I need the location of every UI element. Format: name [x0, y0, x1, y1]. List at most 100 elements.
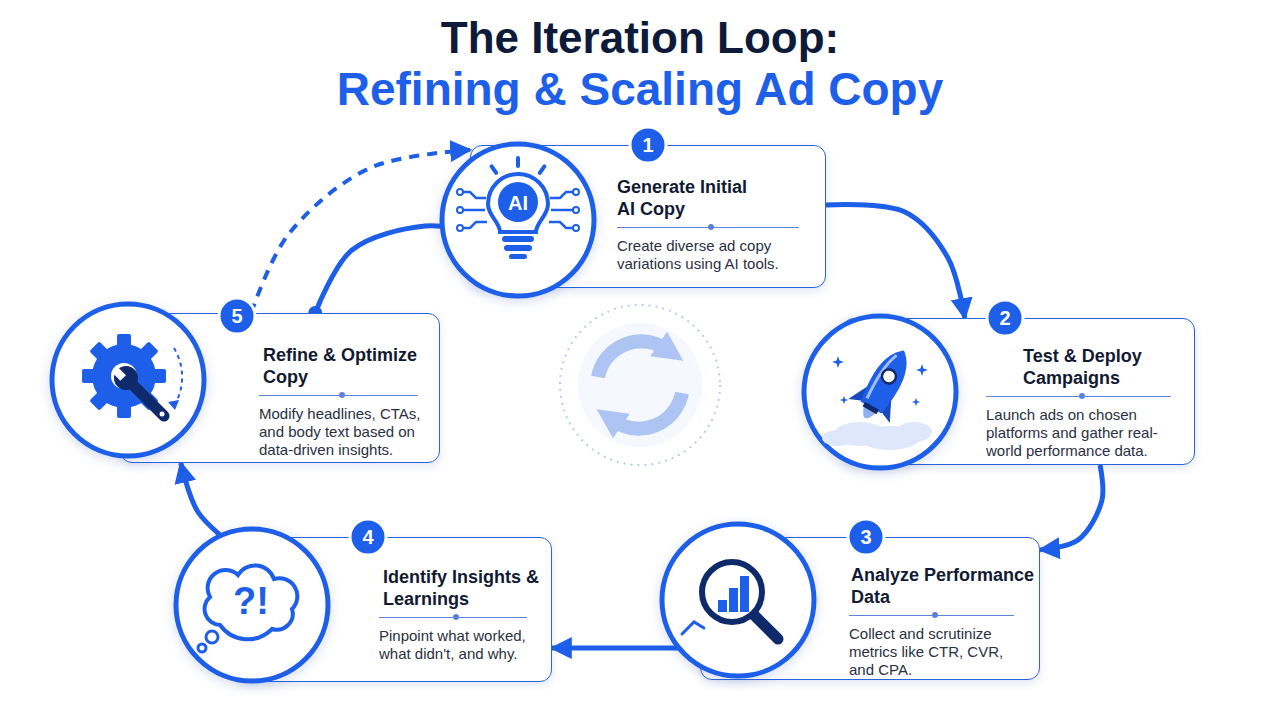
card-text-area: Generate Initial AI CopyCreate diverse a… — [617, 176, 812, 273]
wrench — [160, 412, 165, 417]
rocket-body — [866, 353, 896, 401]
step-badge — [630, 127, 666, 163]
cycle-arrow — [598, 341, 666, 377]
gear — [139, 341, 159, 361]
step-card: Test & Deploy CampaignsLaunch ads on cho… — [842, 318, 1195, 465]
rocket-body — [844, 338, 925, 430]
icon-circle — [662, 524, 814, 676]
circuit-lines — [551, 209, 573, 212]
step-heading: Generate Initial AI Copy — [617, 176, 759, 220]
gear — [111, 363, 137, 389]
sparkle-star — [832, 356, 928, 406]
heading-divider — [617, 227, 799, 228]
circuit-lines — [573, 189, 579, 231]
gear — [82, 334, 166, 418]
wrench — [126, 378, 164, 416]
step-card: Refine & Optimize CopyModify headlines, … — [120, 313, 440, 463]
icon-circle — [52, 304, 204, 456]
rotation-hint — [168, 400, 179, 410]
step-heading: Test & Deploy Campaigns — [1023, 345, 1173, 389]
circuit-lines — [549, 192, 573, 228]
thought-bubble-icon — [205, 565, 298, 639]
gear — [89, 391, 109, 411]
magnifier-handle — [753, 614, 778, 639]
flow-arrow — [251, 150, 470, 313]
cycle-dashed-ring — [560, 305, 720, 465]
sparkle-star — [916, 364, 928, 376]
rocket-clouds — [822, 422, 932, 450]
diagram-title: The Iteration Loop: — [0, 12, 1280, 64]
flow-arrow — [1040, 465, 1103, 550]
rocket-body — [858, 343, 916, 415]
circuit-lines — [463, 192, 486, 198]
card-text-area: Identify Insights & LearningsPinpoint wh… — [379, 566, 551, 663]
bar-chart — [718, 600, 727, 612]
card-text-area: Analyze Performance DataCollect and scru… — [849, 564, 1039, 679]
circuit-lines — [549, 189, 579, 231]
step-description: Modify headlines, CTAs, and body text ba… — [259, 405, 434, 459]
thought-bubble-icon — [198, 644, 206, 652]
thought-bubble-icon — [206, 631, 218, 643]
bulb-core — [498, 182, 538, 222]
rocket-clouds — [834, 422, 886, 446]
sparkle-star — [912, 398, 920, 406]
step-description: Create diverse ad copy variations using … — [617, 237, 812, 273]
rocket-clouds — [896, 422, 932, 442]
step-card: Analyze Performance DataCollect and scru… — [700, 537, 1040, 680]
magnifier-chart-icon — [682, 562, 778, 639]
wrench — [114, 366, 138, 390]
circuit-lines — [550, 192, 573, 198]
gear — [89, 341, 109, 361]
circuit-lines — [457, 189, 463, 231]
step-heading: Analyze Performance Data — [851, 564, 1039, 608]
rocket-icon — [822, 338, 932, 450]
heading-divider — [259, 395, 418, 396]
step-badge — [219, 298, 255, 334]
bar-chart — [718, 576, 749, 612]
bulb-base — [509, 254, 527, 259]
cycle-arrow — [614, 393, 682, 429]
step-heading: Refine & Optimize Copy — [263, 344, 435, 388]
rocket-clouds — [822, 430, 854, 446]
cycle-symbol — [560, 305, 720, 465]
circuit-lines — [573, 189, 579, 195]
bulb-base — [502, 236, 534, 259]
sparkle-star — [840, 396, 848, 404]
bulb-rays — [492, 166, 497, 173]
bulb-base — [502, 236, 534, 242]
circuit-lines — [457, 207, 463, 213]
rocket-body — [863, 402, 879, 414]
gear — [82, 369, 96, 383]
icon-circle — [52, 144, 956, 681]
circuit-lines — [463, 192, 487, 228]
circuit-lines — [457, 225, 463, 231]
icon-circle — [442, 144, 594, 296]
bulb-rays — [540, 166, 545, 173]
bulb-glass — [488, 174, 548, 232]
step-description: Pinpoint what worked, what didn't, and w… — [379, 627, 544, 663]
thought-bubble-icon — [198, 565, 297, 652]
step-badge — [219, 127, 1023, 555]
card-text-area: Test & Deploy CampaignsLaunch ads on cho… — [986, 345, 1182, 460]
flow-arrow — [181, 463, 235, 547]
bar-chart — [729, 588, 738, 612]
gear — [152, 369, 166, 383]
step-badge — [848, 519, 884, 555]
gear — [117, 404, 131, 418]
heading-divider — [986, 396, 1171, 397]
circuit-lines — [549, 222, 573, 228]
trend-line — [682, 622, 704, 634]
heading-divider — [379, 617, 527, 618]
flow-arrow — [315, 226, 470, 313]
lightbulb-icon — [457, 158, 579, 259]
bulb-rays — [492, 158, 545, 173]
step-badge — [350, 519, 386, 555]
rocket-body — [848, 380, 871, 406]
step-card: Identify Insights & LearningsPinpoint wh… — [235, 537, 552, 682]
circuit-lines — [457, 189, 463, 195]
wrench — [112, 367, 126, 381]
step-description: Collect and scrutinize metrics like CTR,… — [849, 625, 1019, 679]
icon-circle — [804, 316, 956, 468]
